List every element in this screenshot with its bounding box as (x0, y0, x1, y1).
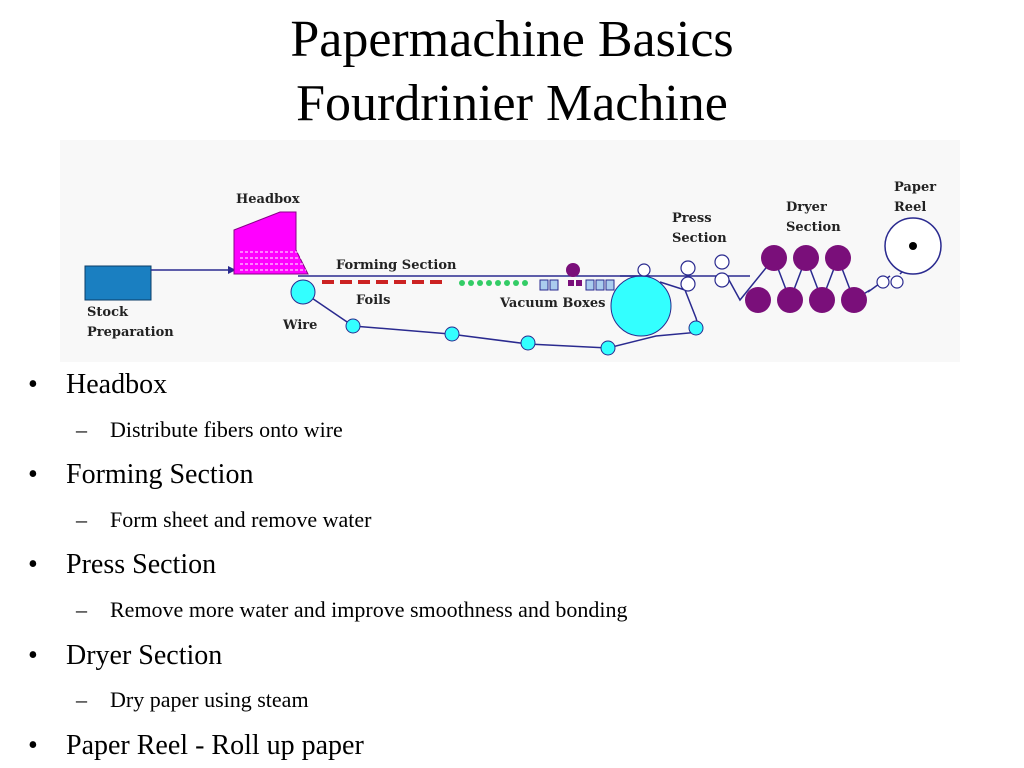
dryer-can (825, 245, 851, 271)
sub-bullet-text: Form sheet and remove water (110, 507, 372, 532)
label-vacuum-boxes: Vacuum Boxes (499, 296, 605, 311)
label-reel-line1: Paper (894, 180, 936, 195)
sub-bullet-text: Remove more water and improve smoothness… (110, 597, 628, 622)
foil (376, 280, 388, 284)
vacuum-box (549, 279, 559, 291)
title-line-2: Fourdrinier Machine (296, 75, 728, 132)
couch-roll (610, 275, 672, 337)
bullet-text: Dryer Section (66, 640, 223, 671)
reel-core (909, 242, 917, 250)
dryer-can (841, 287, 867, 313)
bullet-marker: • (28, 640, 38, 671)
table-roll (459, 280, 465, 286)
bullet-text: Paper Reel - Roll up paper (66, 730, 364, 761)
vacuum-box (595, 279, 605, 291)
headbox-shape (233, 211, 309, 275)
label-headbox: Headbox (236, 192, 300, 207)
label-forming-section: Forming Section (336, 258, 457, 273)
calender-roll (890, 275, 904, 289)
diagram-svg: Headbox Forming Section Foils Wire Vacuu… (84, 180, 942, 356)
table-roll (495, 280, 501, 286)
bullet-marker: • (28, 730, 38, 761)
vacuum-box (539, 279, 549, 291)
wire-roll (600, 340, 616, 356)
table-roll (522, 280, 528, 286)
label-stock-line1: Stock (87, 305, 129, 320)
dryer-can (809, 287, 835, 313)
vacuum-box (585, 279, 595, 291)
wire-loop (302, 281, 701, 349)
press-roll (680, 260, 696, 276)
bullet-text: Headbox (66, 369, 168, 400)
vacuum-box (605, 279, 615, 291)
sub-bullet-text: Distribute fibers onto wire (110, 417, 343, 442)
label-stock-line2: Preparation (87, 325, 174, 340)
dryer-can (793, 245, 819, 271)
foil (358, 280, 370, 284)
wire-roll (345, 318, 361, 334)
table-roll (513, 280, 519, 286)
dryer-can (761, 245, 787, 271)
bullet-marker: • (28, 369, 38, 400)
table-roll (468, 280, 474, 286)
bullet-text: Forming Section (66, 459, 254, 490)
sub-bullet-text: Dry paper using steam (110, 687, 309, 712)
press-roll (714, 254, 730, 270)
foil (412, 280, 424, 284)
bullet-text: Press Section (66, 549, 217, 580)
dash-marker: – (76, 507, 87, 532)
press-roll (637, 263, 651, 277)
label-dryer-line1: Dryer (786, 200, 827, 215)
foils-group (322, 280, 442, 284)
foil (322, 280, 334, 284)
table-rolls-group (459, 280, 528, 286)
dryer-can (777, 287, 803, 313)
arrow-icon (228, 266, 236, 274)
bullet-marker: • (28, 549, 38, 580)
vacuum-box-small (568, 280, 574, 286)
dash-marker: – (76, 597, 87, 622)
dryer-can (745, 287, 771, 313)
label-reel-line2: Reel (894, 200, 926, 215)
stock-preparation-box (84, 265, 152, 301)
breast-roll (290, 279, 316, 305)
foil (430, 280, 442, 284)
table-roll (504, 280, 510, 286)
dash-marker: – (76, 417, 87, 442)
press-roll (680, 276, 696, 292)
vacuum-box-small (576, 280, 582, 286)
vacuum-boxes-group (539, 279, 615, 291)
foil (394, 280, 406, 284)
wire-roll (444, 326, 460, 342)
calender-roll (876, 275, 890, 289)
label-foils: Foils (356, 293, 390, 308)
label-wire: Wire (282, 318, 317, 333)
table-roll (486, 280, 492, 286)
wire-roll (520, 335, 536, 351)
dash-marker: – (76, 687, 87, 712)
label-press-line1: Press (672, 211, 712, 226)
wire-roll (688, 320, 704, 336)
foil (340, 280, 352, 284)
title-line-1: Papermachine Basics (290, 11, 734, 68)
press-roll (714, 272, 730, 288)
dandy-roll (566, 263, 580, 277)
label-dryer-line2: Section (786, 220, 841, 235)
fourdrinier-diagram: Headbox Forming Section Foils Wire Vacuu… (60, 140, 960, 362)
slide-title: Papermachine Basics Fourdrinier Machine (0, 8, 1024, 136)
label-press-line2: Section (672, 231, 727, 246)
table-roll (477, 280, 483, 286)
bullet-marker: • (28, 459, 38, 490)
